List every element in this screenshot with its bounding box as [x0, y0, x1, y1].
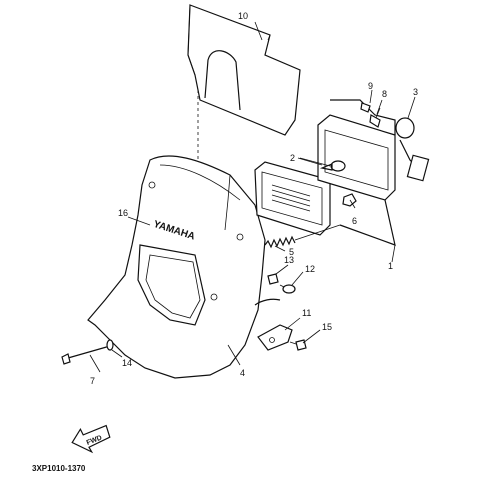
- callout-11: 11: [302, 308, 311, 318]
- callout-3: 3: [413, 87, 418, 97]
- bracket-plate-part-10: [187, 4, 301, 175]
- callout-8: 8: [382, 89, 387, 99]
- forward-arrow-icon: FWD: [71, 424, 111, 454]
- collar-part-12: [279, 284, 296, 294]
- spring-part-5: [264, 224, 341, 249]
- diagram-code: 3XP1010-1370: [32, 464, 86, 473]
- callout-7: 7: [90, 376, 95, 386]
- leader-lines: [89, 21, 416, 373]
- callout-2: 2: [290, 153, 295, 163]
- callout-6: 6: [352, 216, 357, 226]
- washer-part-14: [106, 339, 114, 351]
- callout-4: 4: [240, 368, 245, 378]
- screw-part-8: [369, 107, 381, 128]
- callout-9: 9: [368, 81, 373, 91]
- callout-14: 14: [122, 358, 132, 368]
- socket-part-3: [395, 117, 430, 182]
- callout-5: 5: [289, 247, 294, 257]
- callout-10: 10: [238, 11, 248, 21]
- headlight-cowl-part-4: YAMAHA: [87, 155, 281, 379]
- bracket-part-11: [257, 324, 293, 351]
- screw-part-15: [289, 339, 307, 351]
- screw-part-9: [360, 102, 371, 113]
- bolt-part-13: [267, 273, 279, 285]
- callout-13: 13: [284, 255, 294, 265]
- callout-labels: 1 2 3 4 5 6 7 8 9 10 11 12 13 14 15 16: [90, 11, 418, 386]
- bolt-part-7: [61, 345, 111, 365]
- bulb-part-2: [299, 157, 346, 172]
- callout-12: 12: [305, 264, 315, 274]
- callout-1: 1: [388, 261, 393, 271]
- callout-15: 15: [322, 322, 332, 332]
- headlight-lens-part-1: [254, 161, 331, 236]
- nut-part-6: [342, 193, 357, 207]
- callout-16: 16: [118, 208, 128, 218]
